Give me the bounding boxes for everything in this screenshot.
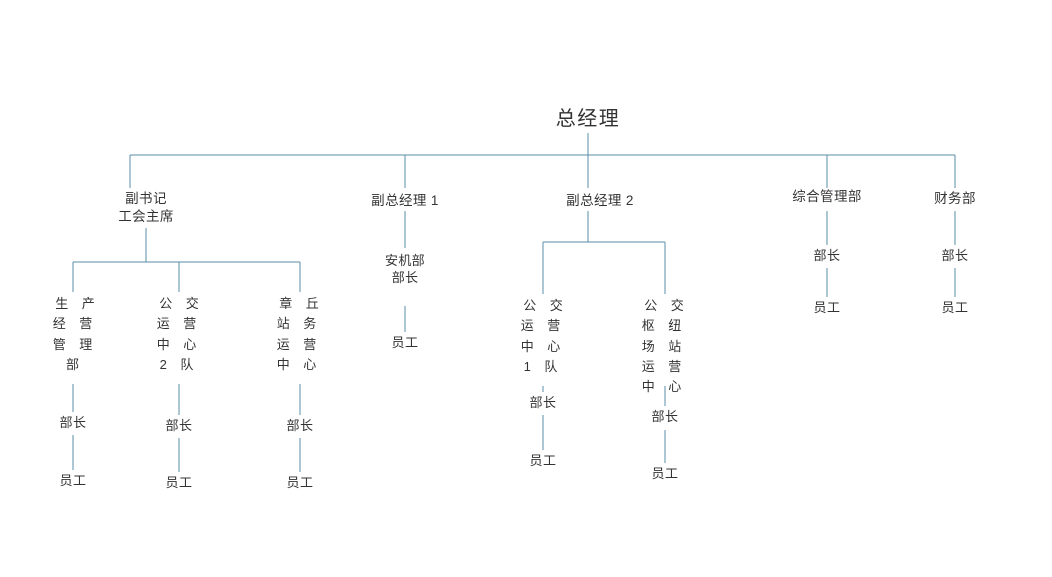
node-director-bus-hub-station[interactable]: 部长 xyxy=(651,409,679,424)
node-staff-finance[interactable]: 员工 xyxy=(941,300,969,315)
node-staff-bus-ops-team-2[interactable]: 员工 xyxy=(165,475,193,490)
node-general-manager[interactable]: 总经理 xyxy=(555,108,621,130)
node-bus-operations-center-team-2[interactable]: 公 交 运 营 中 心 2 队 xyxy=(156,296,204,372)
node-director-bus-ops-team-1[interactable]: 部长 xyxy=(529,395,557,410)
node-general-management-dept[interactable]: 综合管理部 xyxy=(792,189,862,204)
node-deputy-gm-2[interactable]: 副总经理 2 xyxy=(566,193,634,208)
node-staff-production-operations[interactable]: 员工 xyxy=(59,473,87,488)
node-safety-machinery-dept[interactable]: 安机部 部长 xyxy=(385,253,425,286)
node-deputy-gm-1[interactable]: 副总经理 1 xyxy=(371,193,439,208)
node-production-operations-mgmt-dept[interactable]: 生 产 经 营 管 理 部 xyxy=(52,296,100,372)
node-staff-general-management[interactable]: 员工 xyxy=(813,300,841,315)
node-staff-safety-machinery[interactable]: 员工 xyxy=(391,335,419,350)
node-bus-hub-station-operations-center[interactable]: 公 交 枢 纽 场 站 运 营 中 心 xyxy=(641,298,689,395)
node-director-general-management[interactable]: 部长 xyxy=(813,248,841,263)
node-deputy-secretary[interactable]: 副书记 工会主席 xyxy=(118,191,174,224)
node-bus-operations-center-team-1[interactable]: 公 交 运 营 中 心 1 队 xyxy=(520,298,568,374)
node-director-production-operations[interactable]: 部长 xyxy=(59,415,87,430)
node-director-bus-ops-team-2[interactable]: 部长 xyxy=(165,418,193,433)
node-finance-dept[interactable]: 财务部 xyxy=(934,191,976,206)
node-director-finance[interactable]: 部长 xyxy=(941,248,969,263)
node-staff-zhangqiu-station[interactable]: 员工 xyxy=(286,475,314,490)
node-director-zhangqiu-station[interactable]: 部长 xyxy=(286,418,314,433)
node-staff-bus-hub-station[interactable]: 员工 xyxy=(651,466,679,481)
node-zhangqiu-station-operations-center[interactable]: 章 丘 站 务 运 营 中 心 xyxy=(276,296,324,372)
node-staff-bus-ops-team-1[interactable]: 员工 xyxy=(529,453,557,468)
